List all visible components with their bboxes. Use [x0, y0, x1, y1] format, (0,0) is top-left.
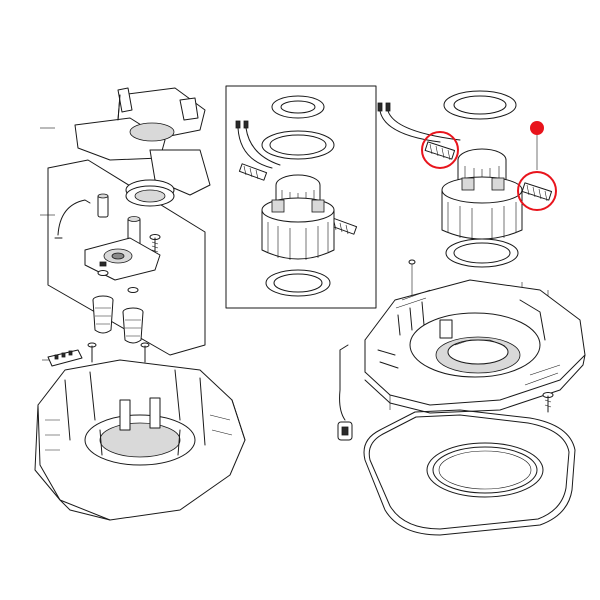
motor-unit-right	[441, 148, 523, 240]
spring-wire	[57, 199, 91, 236]
small-screw	[87, 342, 97, 363]
highlight-circle	[421, 131, 459, 169]
washer	[97, 270, 109, 276]
highlight-circle	[517, 171, 557, 211]
right-assembly	[337, 90, 586, 536]
lid-screw	[542, 392, 554, 413]
round-seal	[426, 442, 544, 498]
base-housing	[34, 359, 246, 521]
carbon-brush-right[interactable]	[517, 171, 557, 211]
motor-unit	[261, 174, 335, 260]
washer	[127, 287, 139, 293]
motor-detail-inset	[225, 85, 377, 309]
wire-harness	[235, 120, 281, 169]
nozzle-left	[92, 295, 114, 334]
nozzle-right	[122, 307, 144, 344]
red-marker-dot	[530, 121, 544, 135]
inset-frame	[225, 85, 377, 309]
wire-harness-right	[377, 102, 461, 143]
float-cable	[337, 344, 353, 441]
switch-housing	[84, 237, 161, 281]
small-screw	[140, 342, 150, 363]
lid-seal	[363, 409, 576, 536]
left-assembly	[34, 87, 246, 521]
carbon-brush-left[interactable]	[421, 131, 459, 169]
terminal-strip	[47, 349, 83, 367]
carbon-brush-center-left	[238, 163, 268, 181]
impeller-part	[74, 87, 211, 196]
